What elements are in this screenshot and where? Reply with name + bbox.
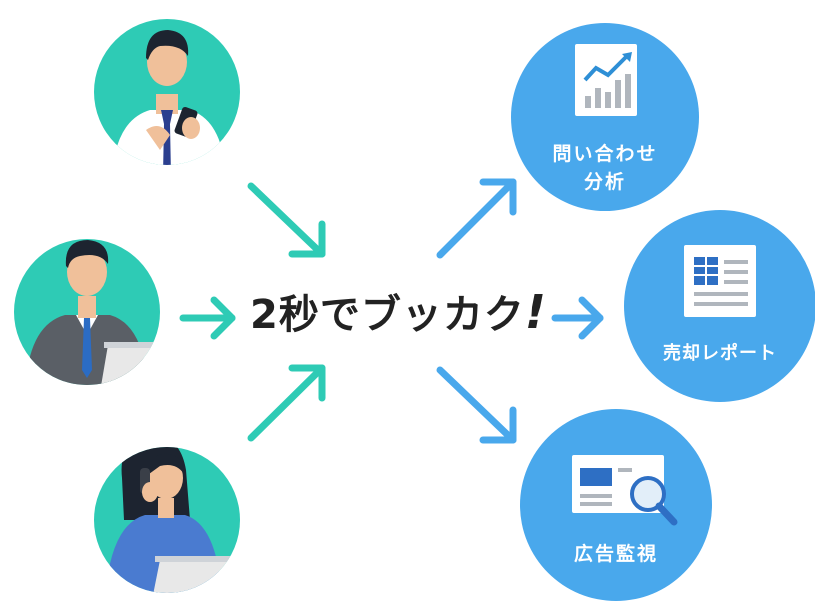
person-phone-man: [94, 19, 240, 165]
person-laptop-man: [14, 239, 160, 385]
newspaper-search-icon: [572, 455, 678, 526]
center-headline-exclamation: !: [524, 285, 547, 339]
ad-caption: 広告監視: [536, 540, 696, 568]
arrow-out-top: [436, 178, 517, 259]
analysis-caption-line2: 分析: [583, 171, 626, 193]
businessman-laptop-icon: [25, 240, 160, 385]
report-icon: [684, 245, 756, 317]
output-circle-ad: [520, 409, 712, 601]
analysis-caption: 問い合わせ 分析: [525, 140, 685, 196]
woman-phone-icon: [105, 447, 240, 593]
person-phone-woman: [94, 447, 240, 593]
chart-icon: [575, 44, 637, 116]
ad-caption-line1: 広告監視: [573, 543, 658, 565]
center-headline-text: 2秒でブッカク: [250, 292, 525, 338]
analysis-caption-line1: 問い合わせ: [552, 143, 658, 165]
arrow-out-bottom: [436, 366, 517, 444]
arrow-in-bottom: [247, 364, 326, 442]
output-circle-analysis: [511, 23, 699, 211]
report-caption: 売却レポート: [640, 340, 800, 368]
output-circle-report: [624, 210, 815, 402]
arrow-in-middle: [179, 296, 236, 340]
arrow-in-top: [247, 182, 326, 258]
report-caption-line1: 売却レポート: [663, 343, 777, 364]
arrow-out-middle: [551, 296, 604, 340]
center-headline: 2秒でブッカク!: [250, 282, 547, 340]
